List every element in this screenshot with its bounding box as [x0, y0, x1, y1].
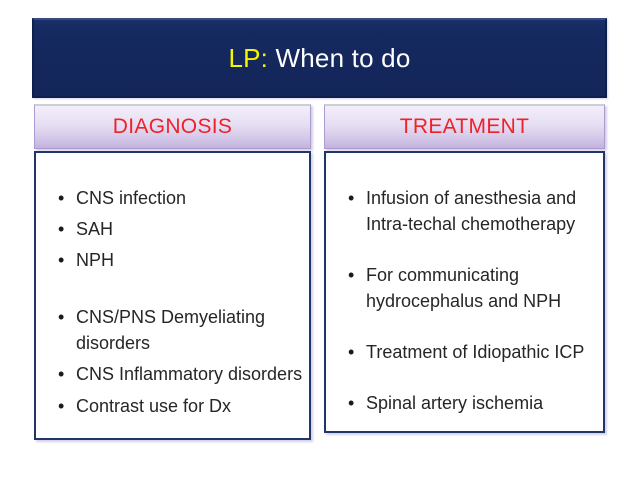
list-item: Treatment of Idiopathic ICP	[348, 339, 599, 365]
list-item: SAH	[58, 216, 305, 242]
list-item: NPH	[58, 247, 305, 273]
list-item: CNS infection	[58, 185, 305, 211]
diagnosis-body: CNS infection SAH NPH CNS/PNS Demyeliati…	[34, 151, 311, 440]
diagnosis-panel: DIAGNOSIS CNS infection SAH NPH CNS/PNS …	[34, 104, 311, 440]
diagnosis-header: DIAGNOSIS	[34, 104, 311, 149]
slide-title-prefix: LP:	[228, 42, 269, 73]
slide-title: LP: When to do	[228, 43, 410, 74]
title-bar: LP: When to do	[32, 18, 607, 98]
list-item: CNS/PNS Demyeliating disorders	[58, 304, 305, 356]
treatment-body: Infusion of anesthesia and Intra-techal …	[324, 151, 605, 433]
treatment-header-label: TREATMENT	[399, 115, 530, 138]
treatment-header: TREATMENT	[324, 104, 605, 149]
slide-title-rest: When to do	[268, 42, 411, 73]
list-item: Infusion of anesthesia and Intra-techal …	[348, 185, 599, 237]
list-item: Spinal artery ischemia	[348, 390, 599, 416]
list-item: CNS Inflammatory disorders	[58, 361, 305, 387]
diagnosis-header-label: DIAGNOSIS	[112, 115, 233, 138]
treatment-panel: TREATMENT Infusion of anesthesia and Int…	[324, 104, 605, 433]
treatment-list: Infusion of anesthesia and Intra-techal …	[334, 185, 599, 417]
list-item: Contrast use for Dx	[58, 393, 305, 419]
diagnosis-list: CNS infection SAH NPH CNS/PNS Demyeliati…	[44, 185, 305, 419]
list-item: For communicating hydrocephalus and NPH	[348, 262, 599, 314]
